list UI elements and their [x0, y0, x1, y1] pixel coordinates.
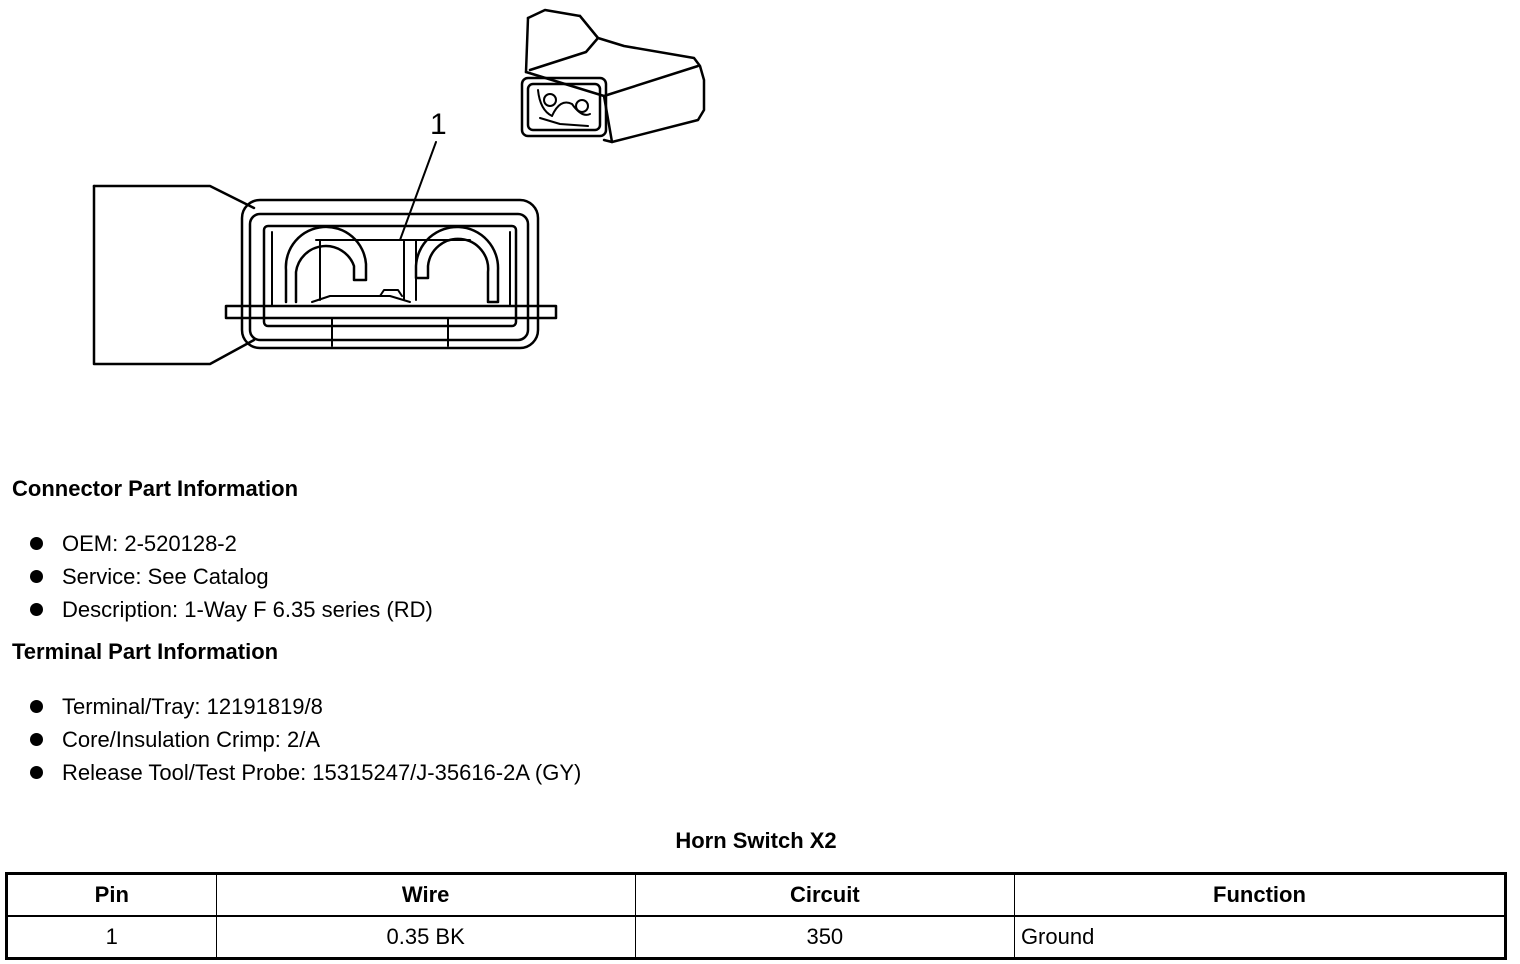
list-item: Release Tool/Test Probe: 15315247/J-3561… — [30, 756, 581, 789]
cell-circuit: 350 — [634, 915, 1015, 959]
terminal-part-info-list: Terminal/Tray: 12191819/8 Core/Insulatio… — [30, 690, 581, 789]
bullet-icon — [30, 603, 43, 616]
terminal-crimp: Core/Insulation Crimp: 2/A — [62, 727, 320, 752]
connector-service: Service: See Catalog — [62, 564, 269, 589]
bullet-icon — [30, 766, 43, 779]
list-item: Core/Insulation Crimp: 2/A — [30, 723, 581, 756]
cell-wire: 0.35 BK — [215, 915, 636, 959]
list-item: Description: 1-Way F 6.35 series (RD) — [30, 593, 433, 626]
connector-description: Description: 1-Way F 6.35 series (RD) — [62, 597, 433, 622]
table-title: Horn Switch X2 — [675, 828, 837, 853]
list-item: Terminal/Tray: 12191819/8 — [30, 690, 581, 723]
terminal-release-tool: Release Tool/Test Probe: 15315247/J-3561… — [62, 760, 582, 785]
pinout-table: Pin Wire Circuit Function 1 0.35 BK 350 … — [5, 872, 1507, 960]
cell-pin: 1 — [6, 915, 217, 959]
column-header-circuit: Circuit — [634, 873, 1015, 917]
table-row: 1 0.35 BK 350 Ground — [6, 915, 1507, 959]
terminal-tray: Terminal/Tray: 12191819/8 — [62, 694, 323, 719]
column-header-function: Function — [1013, 873, 1507, 917]
connector-isometric-view — [520, 8, 706, 144]
bullet-icon — [30, 537, 43, 550]
cell-function: Ground — [1013, 915, 1507, 959]
column-header-pin: Pin — [6, 873, 217, 917]
connector-part-info-heading: Connector Part Information — [12, 476, 299, 501]
connector-part-info-list: OEM: 2-520128-2 Service: See Catalog Des… — [30, 527, 433, 626]
callout-label: 1 — [430, 108, 447, 141]
connector-diagram: 1 — [92, 8, 706, 366]
callout-leader-line — [399, 141, 437, 241]
bullet-icon — [30, 570, 43, 583]
bullet-icon — [30, 733, 43, 746]
connector-front-view — [92, 184, 558, 366]
column-header-wire: Wire — [215, 873, 636, 917]
list-item: Service: See Catalog — [30, 560, 433, 593]
list-item: OEM: 2-520128-2 — [30, 527, 433, 560]
bullet-icon — [30, 700, 43, 713]
terminal-part-info-heading: Terminal Part Information — [12, 639, 279, 664]
table-header-row: Pin Wire Circuit Function — [6, 873, 1507, 917]
connector-oem: OEM: 2-520128-2 — [62, 531, 237, 556]
